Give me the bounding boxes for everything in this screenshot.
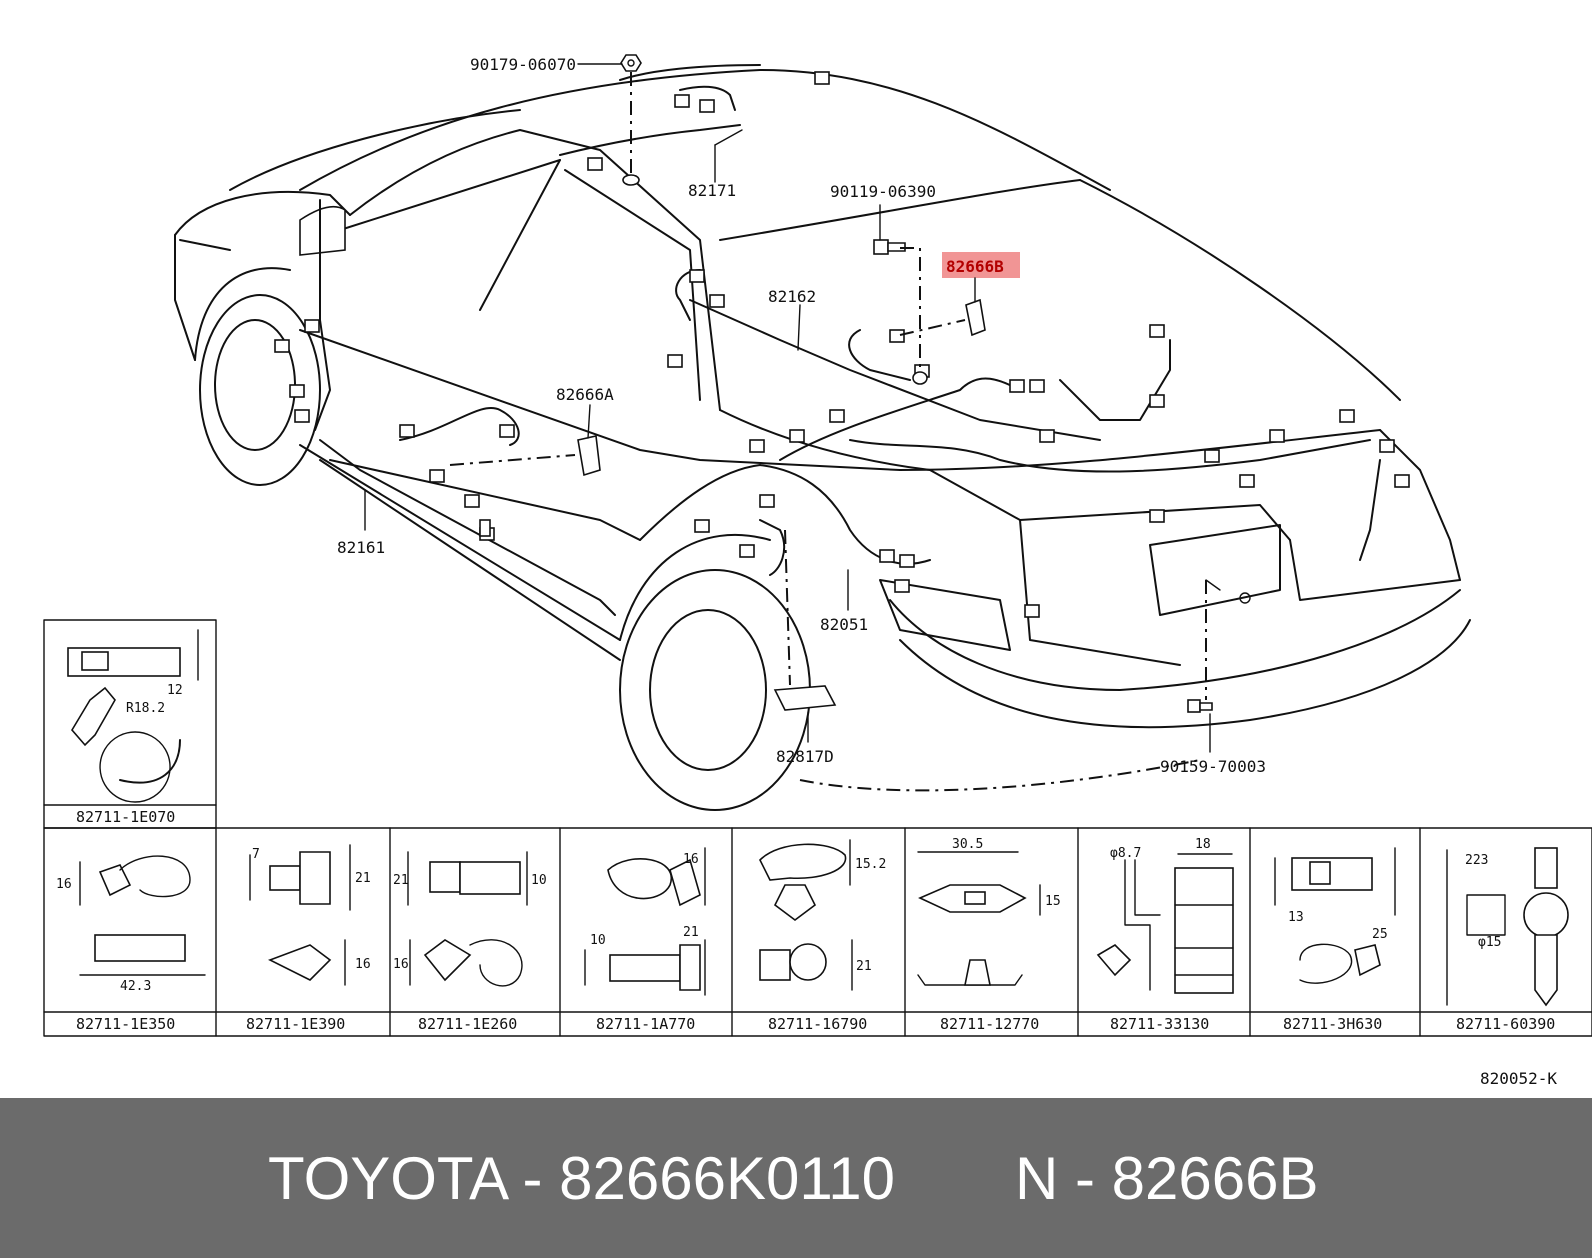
callout-82162[interactable]: 82162 <box>768 287 816 306</box>
svg-text:42.3: 42.3 <box>120 979 151 994</box>
callout-82666B[interactable]: 82666B <box>946 257 1004 276</box>
svg-text:16: 16 <box>355 957 371 972</box>
svg-text:25: 25 <box>1372 927 1388 942</box>
car-body-outline <box>174 69 1471 811</box>
svg-text:82711-16790: 82711-16790 <box>768 1015 867 1033</box>
svg-text:21: 21 <box>355 871 371 886</box>
callout-82817D[interactable]: 82817D <box>776 747 834 766</box>
footer-callout-ref: N - 82666B <box>1015 1144 1319 1212</box>
svg-text:13: 13 <box>1288 910 1304 925</box>
svg-text:21: 21 <box>856 959 872 974</box>
svg-text:82711-1E350: 82711-1E350 <box>76 1015 175 1033</box>
clip-cell-82711-1A770[interactable]: 16 10 21 82711-1A770 <box>584 847 706 1033</box>
callout-82666A[interactable]: 82666A <box>556 385 614 404</box>
svg-text:21: 21 <box>393 873 409 888</box>
callout-90159-70003[interactable]: 90159-70003 <box>1160 757 1266 776</box>
svg-text:18: 18 <box>1195 837 1211 852</box>
svg-text:82711-1E390: 82711-1E390 <box>246 1015 345 1033</box>
svg-text:30.5: 30.5 <box>952 837 983 852</box>
callout-82051[interactable]: 82051 <box>820 615 868 634</box>
callout-82161[interactable]: 82161 <box>337 538 385 557</box>
svg-text:φ8.7: φ8.7 <box>1110 846 1141 861</box>
svg-text:16: 16 <box>683 852 699 867</box>
clip-cell-82711-12770[interactable]: 30.5 15 82711-12770 <box>917 837 1061 1033</box>
dim-12: 12 <box>167 683 183 698</box>
svg-text:φ15: φ15 <box>1478 935 1501 950</box>
svg-text:223: 223 <box>1465 853 1488 868</box>
svg-text:15: 15 <box>1045 894 1061 909</box>
svg-text:82711-1A770: 82711-1A770 <box>596 1015 695 1033</box>
svg-text:10: 10 <box>531 873 547 888</box>
wiring-harness <box>274 64 1410 618</box>
svg-text:15.2: 15.2 <box>855 857 886 872</box>
svg-text:21: 21 <box>683 925 699 940</box>
svg-text:16: 16 <box>56 877 72 892</box>
callout-90119-06390[interactable]: 90119-06390 <box>830 182 936 201</box>
parts-diagram: 90179-06070 82171 90119-06390 82666B 821… <box>43 54 1592 1088</box>
svg-text:82711-1E260: 82711-1E260 <box>418 1015 517 1033</box>
svg-text:16: 16 <box>393 957 409 972</box>
svg-text:82711-60390: 82711-60390 <box>1456 1015 1555 1033</box>
svg-text:7: 7 <box>252 847 260 862</box>
svg-text:82711-12770: 82711-12770 <box>940 1015 1039 1033</box>
highlight-82666B <box>942 252 1020 278</box>
clip-table: 12 R18.2 82711-1E070 16 42.3 82711-1E350 <box>43 619 1592 1037</box>
svg-text:82711-33130: 82711-33130 <box>1110 1015 1209 1033</box>
diagram-code: 820052-K <box>1480 1069 1557 1088</box>
clip-cell-82711-3H630[interactable]: 13 25 82711-3H630 <box>1274 847 1396 1033</box>
svg-text:10: 10 <box>590 933 606 948</box>
clip-cell-82711-1E350[interactable]: 16 42.3 82711-1E350 <box>56 855 206 1033</box>
dim-r18-2: R18.2 <box>126 701 165 716</box>
clip-top-cell[interactable]: 12 R18.2 82711-1E070 <box>67 629 199 826</box>
clip-cell-82711-1E260[interactable]: 21 10 16 82711-1E260 <box>393 851 547 1033</box>
clip-cell-82711-16790[interactable]: 15.2 21 82711-16790 <box>759 839 886 1033</box>
clip-cell-82711-33130[interactable]: φ8.7 18 82711-33130 <box>1096 837 1234 1033</box>
callout-82171[interactable]: 82171 <box>688 181 736 200</box>
clip-cell-82711-1E390[interactable]: 7 21 16 82711-1E390 <box>246 844 371 1033</box>
footer-part-number: TOYOTA - 82666K0110 <box>268 1144 896 1212</box>
cell-label-82711-1E070: 82711-1E070 <box>76 808 175 826</box>
clip-cell-82711-60390[interactable]: 223 φ15 82711-60390 <box>1446 847 1569 1033</box>
svg-text:82711-3H630: 82711-3H630 <box>1283 1015 1382 1033</box>
footer-bar: TOYOTA - 82666K0110 N - 82666B <box>0 1098 1592 1258</box>
callouts: 90179-06070 82171 90119-06390 82666B 821… <box>337 55 1266 776</box>
callout-90179-06070[interactable]: 90179-06070 <box>470 55 576 74</box>
part-symbols <box>449 54 1251 713</box>
